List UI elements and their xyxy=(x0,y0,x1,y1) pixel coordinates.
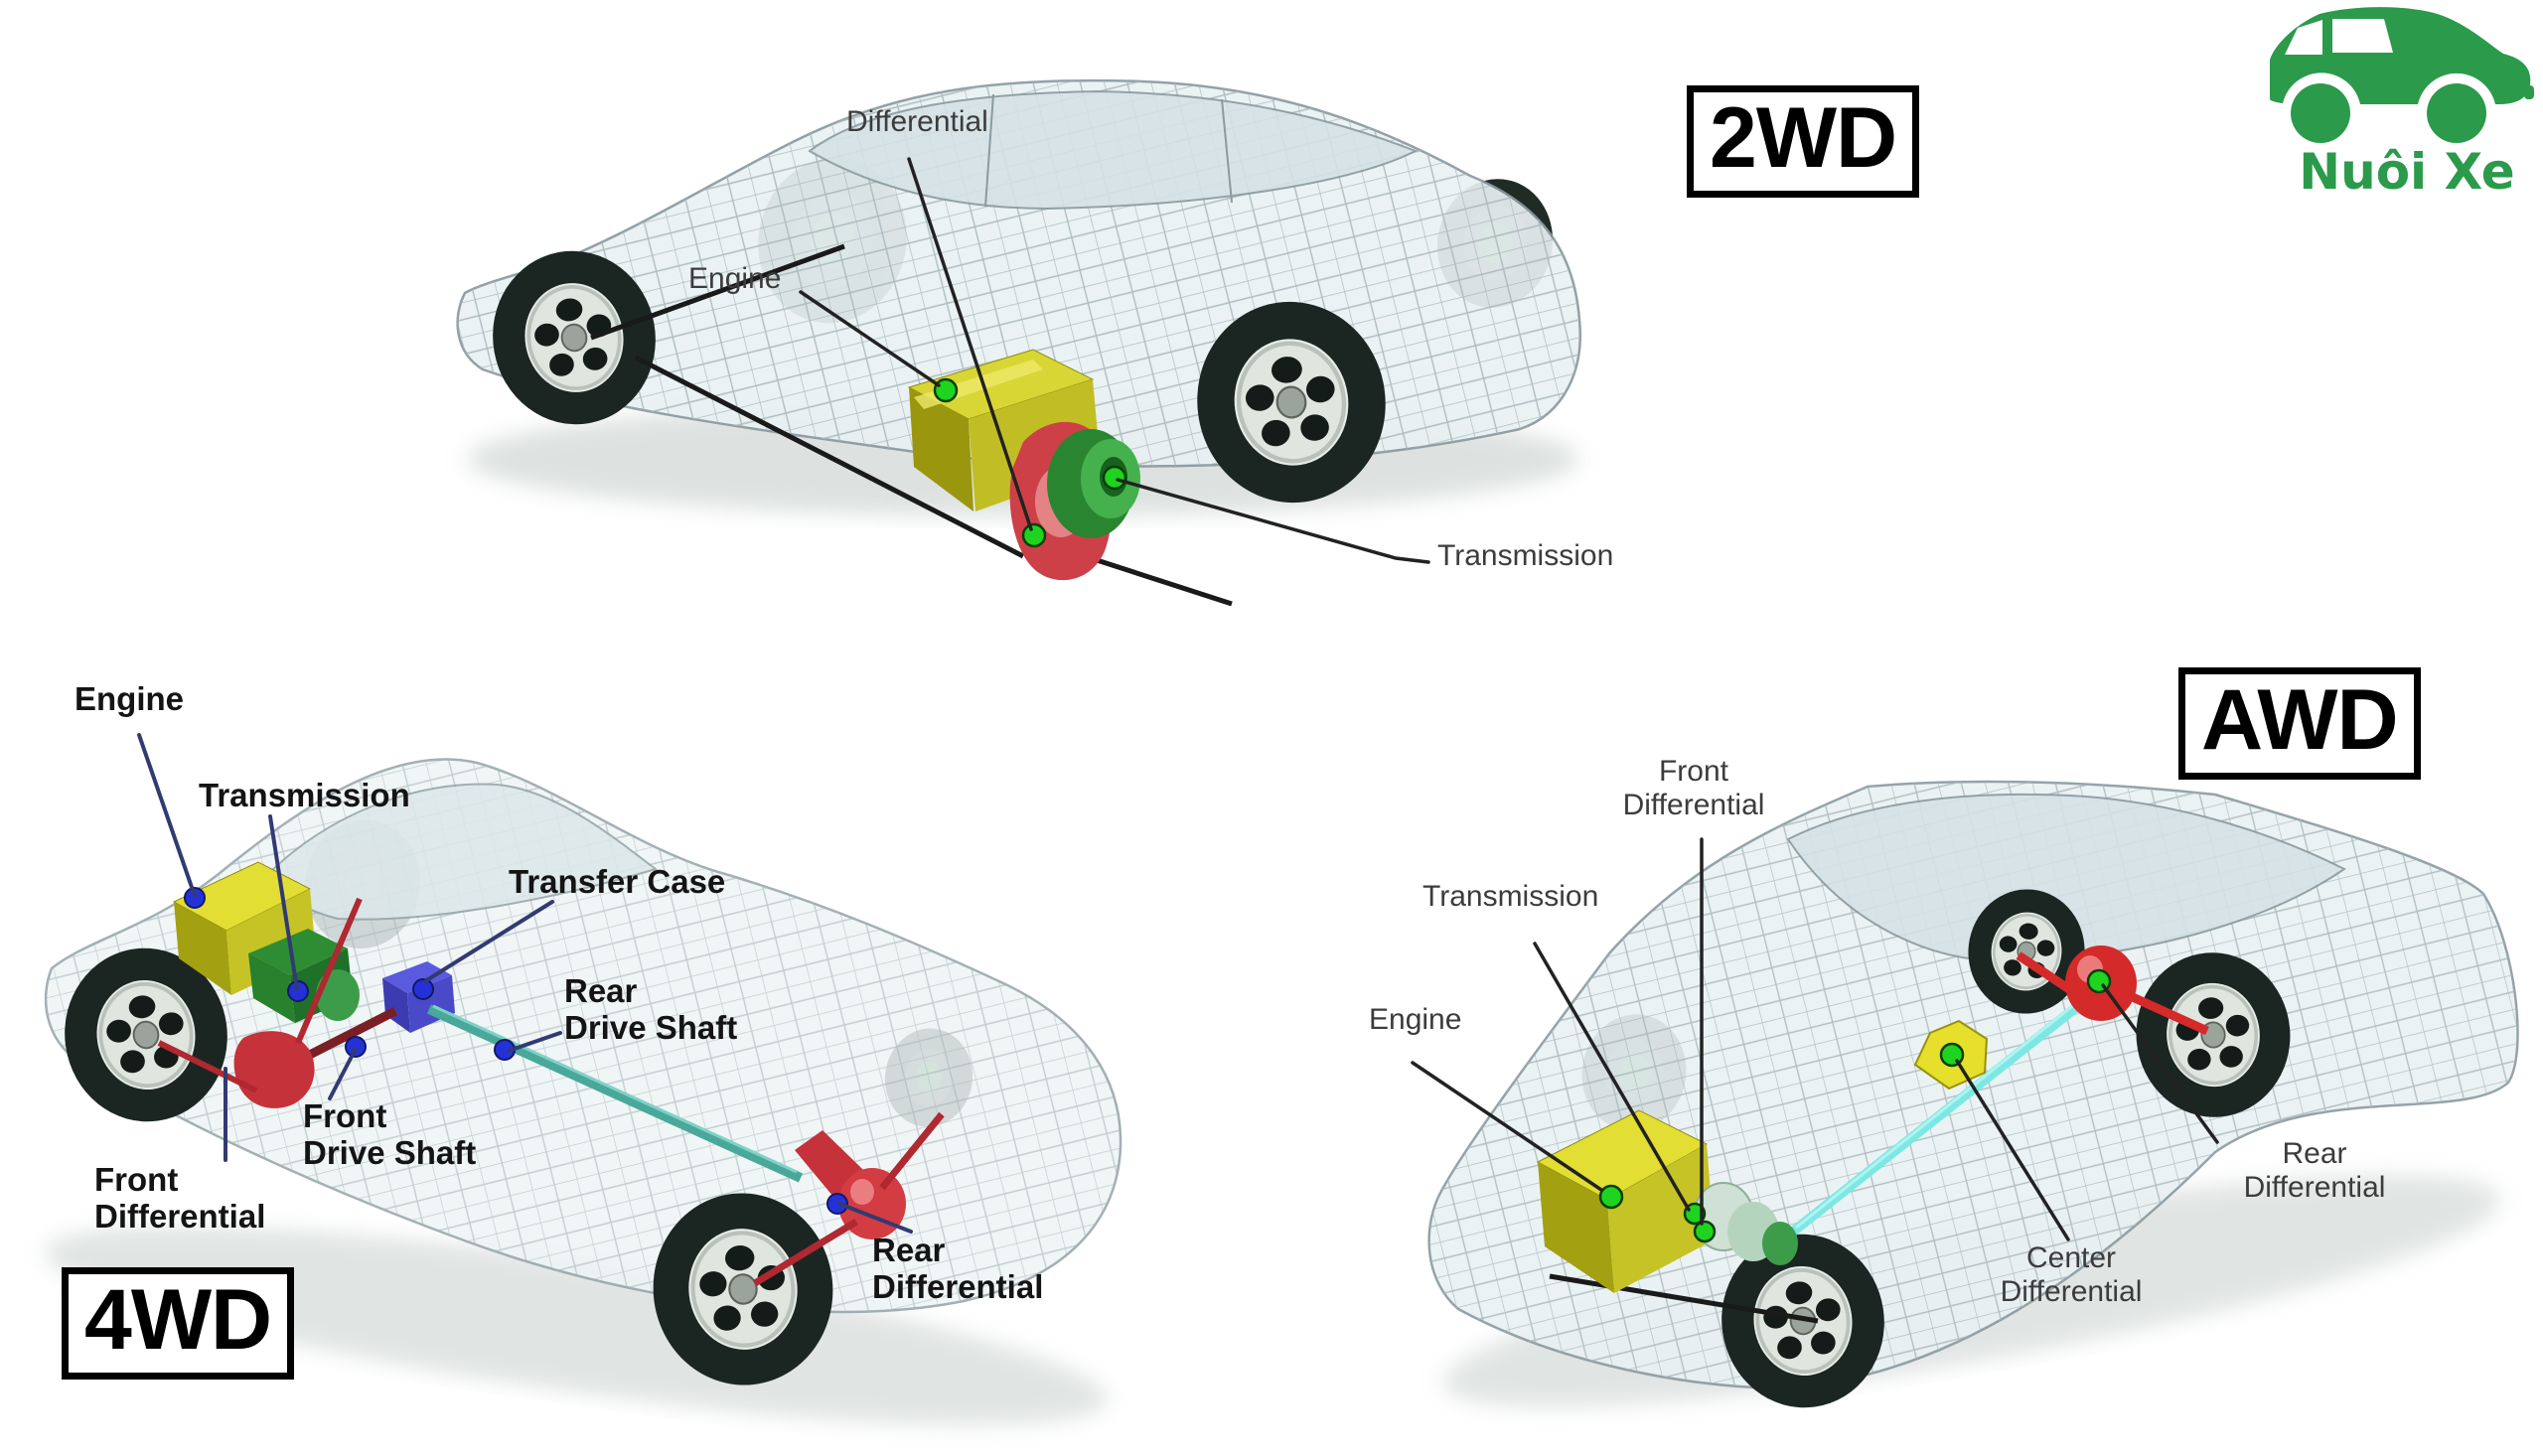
label-4wd-transmission: Transmission xyxy=(199,777,410,813)
4wd-transfer-case-leader xyxy=(423,900,554,983)
badge-2wd: 2WD xyxy=(1687,85,1920,198)
awd-front-axle xyxy=(1549,1273,1819,1324)
2wd-transmission-leader xyxy=(1116,478,1430,564)
label-2wd-transmission: Transmission xyxy=(1437,539,1614,572)
2wd-car-pillars xyxy=(984,93,1233,208)
label-line: Drive Shaft xyxy=(564,1008,738,1046)
label-4wd-front-differential: Front Differential xyxy=(94,1161,266,1236)
4wd-engine xyxy=(172,861,316,995)
4wd-car-illustration xyxy=(44,758,1122,1425)
2wd-car-illustration xyxy=(456,78,1581,607)
badge-awd: AWD xyxy=(2178,667,2421,780)
label-4wd-front-drive-shaft: Front Drive Shaft xyxy=(303,1097,477,1172)
4wd-transmission-leader xyxy=(268,814,299,991)
2wd-front-axle xyxy=(590,243,845,341)
label-line: Drive Shaft xyxy=(303,1133,477,1171)
label-awd-front-differential: Front Differential xyxy=(1584,755,1803,821)
leader-lines xyxy=(799,157,2219,1241)
label-awd-transmission: Transmission xyxy=(1422,880,1599,913)
label-4wd-rear-differential: Rear Differential xyxy=(872,1232,1044,1306)
4wd-rear-drive-shaft xyxy=(426,1004,804,1183)
label-4wd-rear-drive-shaft: Rear Drive Shaft xyxy=(564,972,738,1047)
label-line: Differential xyxy=(94,1197,266,1235)
label-line: Front xyxy=(1658,755,1729,788)
label-line: Differential xyxy=(2243,1170,2386,1204)
awd-engine-leader xyxy=(1411,1061,1603,1192)
logo-car-icon xyxy=(2270,7,2534,143)
label-2wd-differential: Differential xyxy=(846,105,988,138)
awd-center-differential-leader xyxy=(1955,1059,2070,1241)
label-4wd-engine: Engine xyxy=(75,680,185,717)
2wd-engine xyxy=(907,349,1101,511)
label-line: Rear xyxy=(2282,1137,2347,1170)
awd-car-windows xyxy=(1786,793,2346,963)
2wd-differential-leader xyxy=(907,157,1033,531)
awd-transmission-leader xyxy=(1533,942,1691,1212)
label-line: Differential xyxy=(872,1267,1044,1305)
label-4wd-transfer-case: Transfer Case xyxy=(509,863,726,900)
label-awd-engine: Engine xyxy=(1369,1003,1462,1036)
4wd-car-shadow xyxy=(45,1227,1108,1425)
2wd-half-shafts xyxy=(634,355,1233,607)
label-line: Front xyxy=(303,1097,387,1134)
label-line: Rear xyxy=(564,972,638,1009)
awd-front-differential-unit xyxy=(1762,1222,1798,1265)
label-line: Differential xyxy=(2000,1274,2143,1308)
4wd-front-drive-shaft xyxy=(295,1006,398,1066)
awd-prop-shaft xyxy=(1789,997,2088,1236)
4wd-rear-drive-shaft-highlight xyxy=(432,1004,798,1174)
label-line: Front xyxy=(94,1161,179,1198)
4wd-front-differential xyxy=(157,897,363,1108)
4wd-front-drive-shaft-leader xyxy=(328,1047,358,1100)
logo-text: Nuôi Xe xyxy=(2299,143,2515,201)
awd-prop-shaft-highlight xyxy=(1795,997,2082,1230)
4wd-leader-lines xyxy=(137,733,913,1234)
4wd-car-windows xyxy=(266,783,659,921)
label-line: Rear xyxy=(872,1232,946,1268)
badge-4wd: 4WD xyxy=(62,1267,295,1380)
4wd-engine-leader xyxy=(137,733,197,898)
label-line: Center xyxy=(2025,1241,2117,1274)
label-line: Differential xyxy=(1622,788,1765,821)
4wd-rear-differential-leader xyxy=(837,1202,913,1234)
2wd-engine-leader xyxy=(799,290,941,387)
awd-marker-dots xyxy=(1598,968,2112,1243)
label-awd-rear-differential: Rear Differential xyxy=(2210,1137,2419,1204)
4wd-marker-dots xyxy=(184,887,848,1215)
4wd-rear-drive-shaft-leader xyxy=(507,1031,562,1053)
label-awd-center-differential: Center Differential xyxy=(1962,1241,2180,1308)
label-2wd-engine: Engine xyxy=(688,262,782,295)
awd-rear-differential-leader xyxy=(2101,983,2219,1144)
